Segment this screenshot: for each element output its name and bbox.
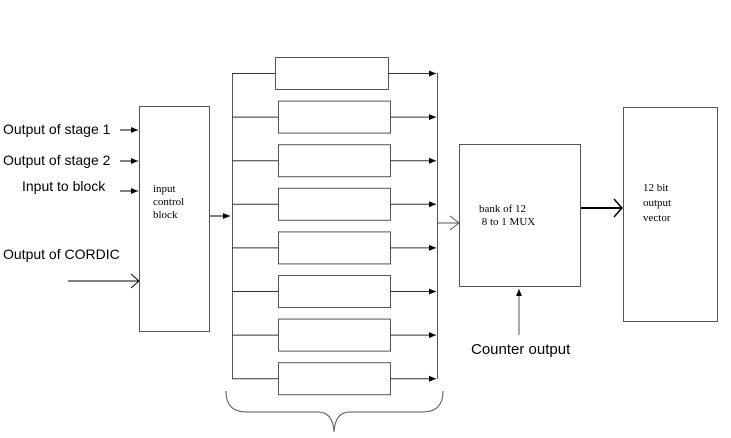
register-box xyxy=(278,100,391,134)
input-label-block: Input to block xyxy=(22,178,106,194)
register-box xyxy=(278,187,391,221)
input-control-block xyxy=(139,106,210,332)
input-label-cordic: Output of CORDIC xyxy=(3,246,120,262)
register-bank-brace xyxy=(225,390,444,433)
register-box xyxy=(278,144,391,178)
mux-to-output-arrowhead xyxy=(613,198,624,218)
register-box xyxy=(278,231,391,265)
register-box xyxy=(275,57,389,90)
register-box xyxy=(278,362,391,396)
input-control-text: input control block xyxy=(153,183,184,222)
input-label-stage1: Output of stage 1 xyxy=(3,121,111,137)
input-control-line2: control xyxy=(153,196,185,208)
output-line2: output xyxy=(643,197,672,209)
register-box xyxy=(278,275,391,308)
input-label-stage2: Output of stage 2 xyxy=(3,152,111,168)
mux-text: bank of 12 8 to 1 MUX xyxy=(479,203,535,229)
mux-line2: 8 to 1 MUX xyxy=(479,216,536,228)
counter-output-label: Counter output xyxy=(471,341,571,358)
output-line3: vector xyxy=(643,212,671,224)
mux-line1: bank of 12 xyxy=(479,203,527,215)
input-control-line1: input xyxy=(153,183,176,195)
output-vector-block xyxy=(623,107,718,322)
register-box xyxy=(278,318,391,352)
mux-block xyxy=(459,144,581,287)
input-control-line3: block xyxy=(153,209,178,221)
register-bank xyxy=(232,57,436,396)
output-line1: 12 bit xyxy=(643,182,669,194)
output-vector-text: 12 bit output vector xyxy=(643,181,671,226)
